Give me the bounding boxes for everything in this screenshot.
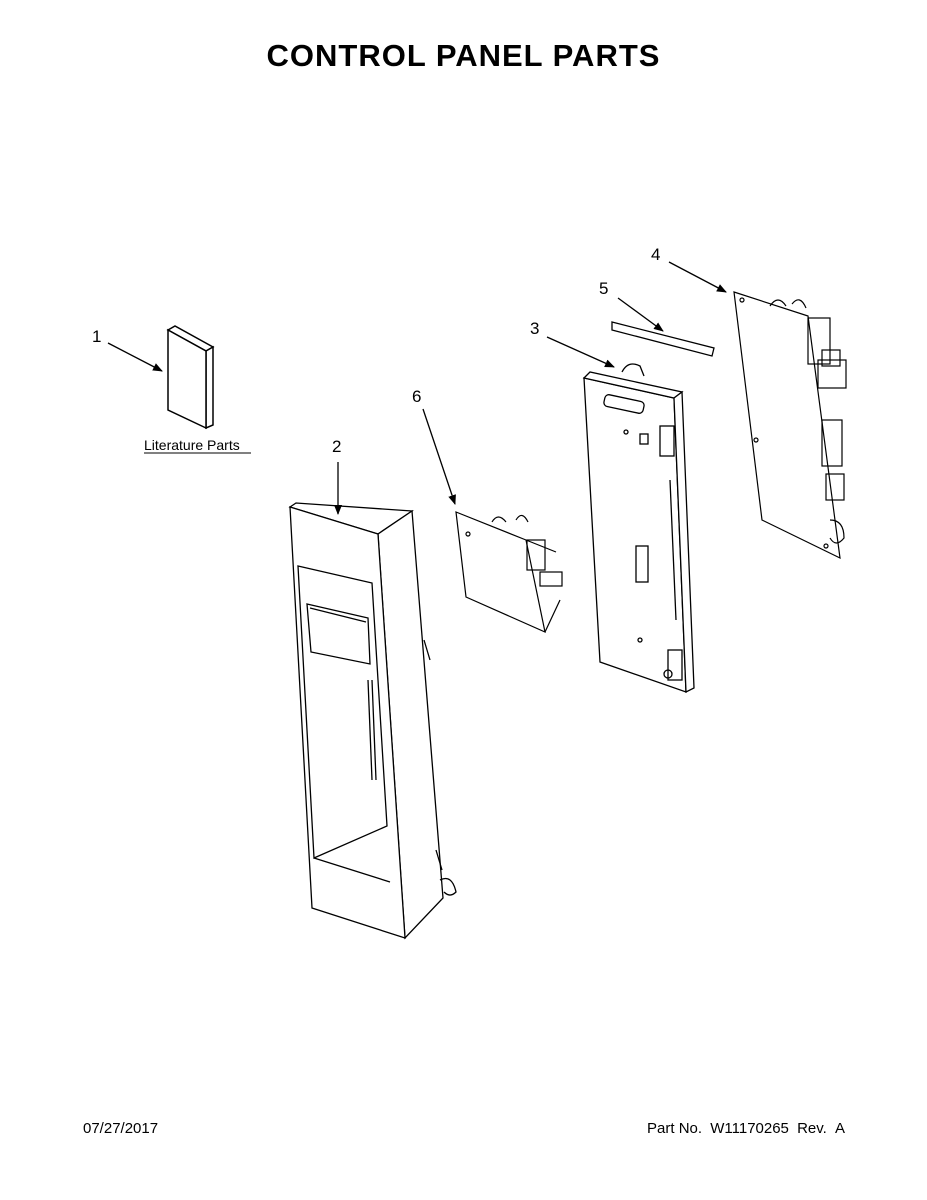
callout-4: 4 xyxy=(651,245,660,264)
callout-2: 2 xyxy=(332,437,341,456)
callout-1: 1 xyxy=(92,327,101,346)
control-mounting-plate xyxy=(582,363,695,694)
footer-date: 07/27/2017 xyxy=(83,1120,159,1137)
rev-label: Rev. xyxy=(797,1120,827,1137)
part-number: W11170265 xyxy=(710,1120,789,1137)
literature-parts-label: Literature Parts xyxy=(144,437,240,453)
control-panel-housing xyxy=(288,502,457,940)
callout-6: 6 xyxy=(412,387,421,406)
callout-3: 3 xyxy=(530,319,539,338)
leader-lines xyxy=(107,261,727,515)
rev-value: A xyxy=(834,1120,845,1137)
trim-strip xyxy=(611,321,715,357)
small-circuit-board xyxy=(455,511,563,634)
footer-part-info: Part No. W11170265 Rev. A xyxy=(643,1120,845,1137)
main-circuit-board xyxy=(733,291,847,560)
callout-5: 5 xyxy=(599,279,608,298)
part-no-label: Part No. xyxy=(647,1120,703,1137)
page-title: CONTROL PANEL PARTS xyxy=(266,38,661,73)
literature-booklet xyxy=(166,325,215,430)
